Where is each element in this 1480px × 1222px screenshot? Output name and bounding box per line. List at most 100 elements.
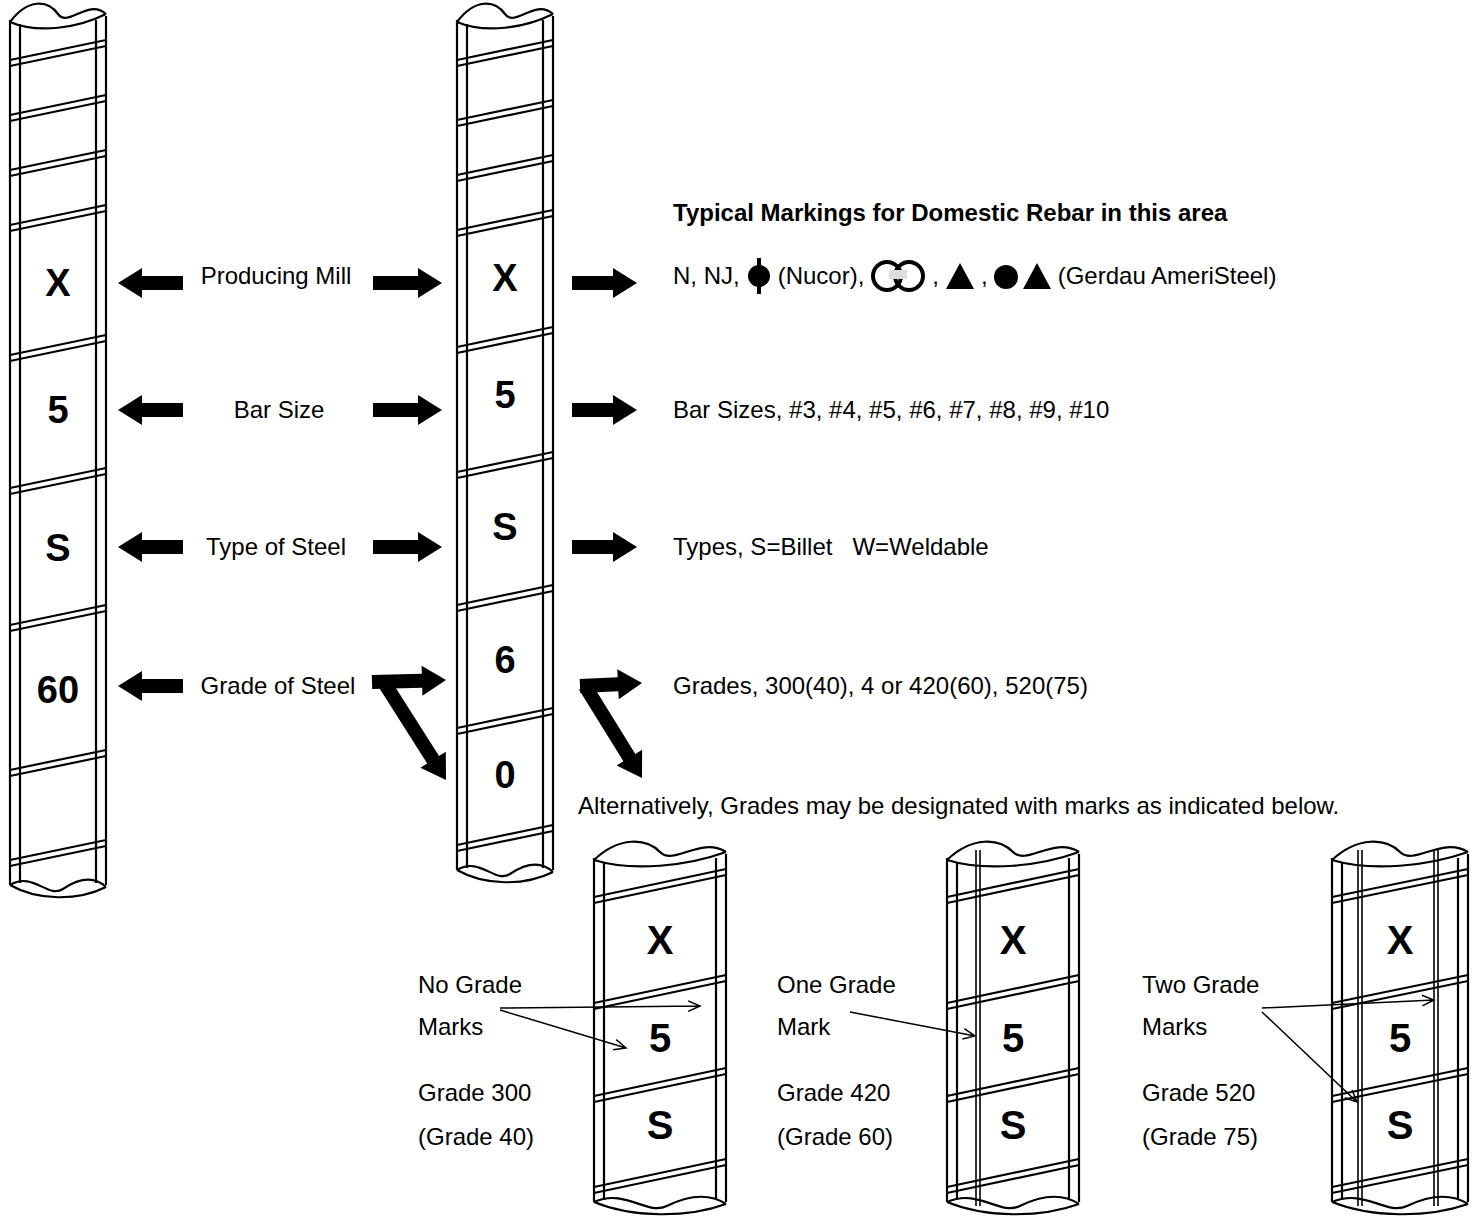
bar-rib [947, 981, 1079, 1009]
bar-rib [457, 46, 553, 66]
grade-label: Grade 420 [777, 1079, 890, 1108]
mill-mark-text: N, NJ, [673, 262, 740, 291]
bar-marking: X [492, 259, 517, 297]
block-arrow [572, 268, 637, 298]
rebar-bar: X5S60 [455, 0, 555, 890]
bar-rib [947, 1165, 1079, 1193]
bar-rib [10, 46, 106, 66]
bar-rib [457, 161, 553, 181]
bar-outline [456, 20, 458, 870]
bar-outline [95, 20, 97, 883]
bar-rib [457, 714, 553, 734]
bar-marking: S [1000, 1105, 1027, 1145]
bar-rib [1332, 1165, 1468, 1193]
bar-end [457, 865, 553, 883]
mill-mark-text: (Nucor), [778, 262, 865, 291]
bar-outline [956, 862, 958, 1200]
block-arrow [118, 532, 183, 562]
symbol-triangle [946, 263, 974, 289]
bar-rib [10, 341, 106, 361]
bar-rib [457, 216, 553, 236]
bar-end [1332, 1197, 1468, 1215]
bar-marking: X [1387, 920, 1414, 960]
symbol-fill [889, 270, 907, 279]
bar-end [10, 880, 106, 898]
bar-outline [1467, 854, 1469, 1202]
mill-mark-text: (Gerdau AmeriSteel) [1058, 262, 1277, 291]
block-arrow [572, 395, 637, 425]
grade-mark-line [1433, 850, 1435, 1206]
grade-mark-line [1357, 850, 1359, 1206]
bar-rib [10, 756, 106, 776]
bar-marking: 60 [37, 671, 79, 709]
bar-rib [947, 1068, 1079, 1096]
grade-label: (Grade 40) [418, 1123, 534, 1152]
bar-rib [457, 106, 553, 126]
bar-end [457, 4, 553, 29]
bar-rib [947, 1074, 1079, 1102]
nucor-symbol [745, 256, 773, 296]
bar-rib [1332, 1159, 1468, 1187]
block-arrow [373, 532, 442, 562]
bar-rib [457, 333, 553, 353]
bar-rib [10, 846, 106, 866]
bar-outline [9, 20, 11, 885]
mill-mark-row: N, NJ, (Nucor), , , (Gerdau AmeriSteel) [673, 256, 1276, 296]
bar-outline [946, 858, 948, 1202]
block-arrow [579, 682, 642, 778]
bar-rib [594, 1074, 726, 1102]
bar-rib [10, 101, 106, 121]
bar-outline [105, 16, 107, 885]
bar-marking: X [1000, 920, 1027, 960]
symbol-triangle [1023, 263, 1051, 289]
bar-end [10, 4, 106, 29]
bar-marking: X [45, 264, 70, 302]
bar-rib [1332, 981, 1468, 1009]
block-arrow [379, 680, 446, 780]
bar-rib [594, 1068, 726, 1096]
grade-mark-label: Two Grade Marks [1142, 964, 1272, 1048]
symbol-bar [757, 258, 761, 294]
bar-marking: 5 [1002, 1018, 1024, 1058]
bar-rib [1332, 1074, 1468, 1102]
bar-rib [594, 869, 726, 897]
bar-marking: 5 [494, 376, 515, 414]
bar-outline [552, 16, 554, 870]
gerdau-symbol [993, 261, 1053, 291]
bar-rib [594, 981, 726, 1009]
section-heading: Typical Markings for Domestic Rebar in t… [673, 199, 1227, 228]
rebar-bar: X5S60 [8, 0, 108, 905]
bar-rib [594, 1165, 726, 1193]
bar-rib [1332, 869, 1468, 897]
bar-rib [594, 875, 726, 903]
bar-rib [947, 869, 1079, 897]
symbol-circle [994, 265, 1018, 289]
bar-rib [1332, 1068, 1468, 1096]
block-arrow [118, 671, 183, 701]
note-text: Alternatively, Grades may be designated … [578, 792, 1339, 821]
bar-outline [19, 24, 21, 883]
rebar-drawing [8, 0, 108, 905]
bar-rib [10, 211, 106, 231]
callout-label: Producing Mill [201, 262, 352, 291]
mill-mark-text: , [932, 262, 939, 291]
mill-loop-symbol [869, 258, 927, 294]
bar-rib [457, 831, 553, 851]
block-arrow [118, 395, 183, 425]
bar-rib [457, 458, 553, 478]
grade-label: Grade 300 [418, 1079, 531, 1108]
grade-label: (Grade 60) [777, 1123, 893, 1152]
callout-label: Grade of Steel [201, 672, 356, 701]
bar-rib [947, 1159, 1079, 1187]
grade-label: (Grade 75) [1142, 1123, 1258, 1152]
callout-label: Bar Size [234, 396, 325, 425]
bar-end [947, 1197, 1079, 1215]
block-arrow [572, 532, 637, 562]
rebar-bar: X 5S [945, 838, 1081, 1222]
block-arrow [373, 268, 442, 298]
bar-marking: S [1387, 1105, 1414, 1145]
bar-rib [947, 875, 1079, 903]
bar-outline [1457, 858, 1459, 1200]
